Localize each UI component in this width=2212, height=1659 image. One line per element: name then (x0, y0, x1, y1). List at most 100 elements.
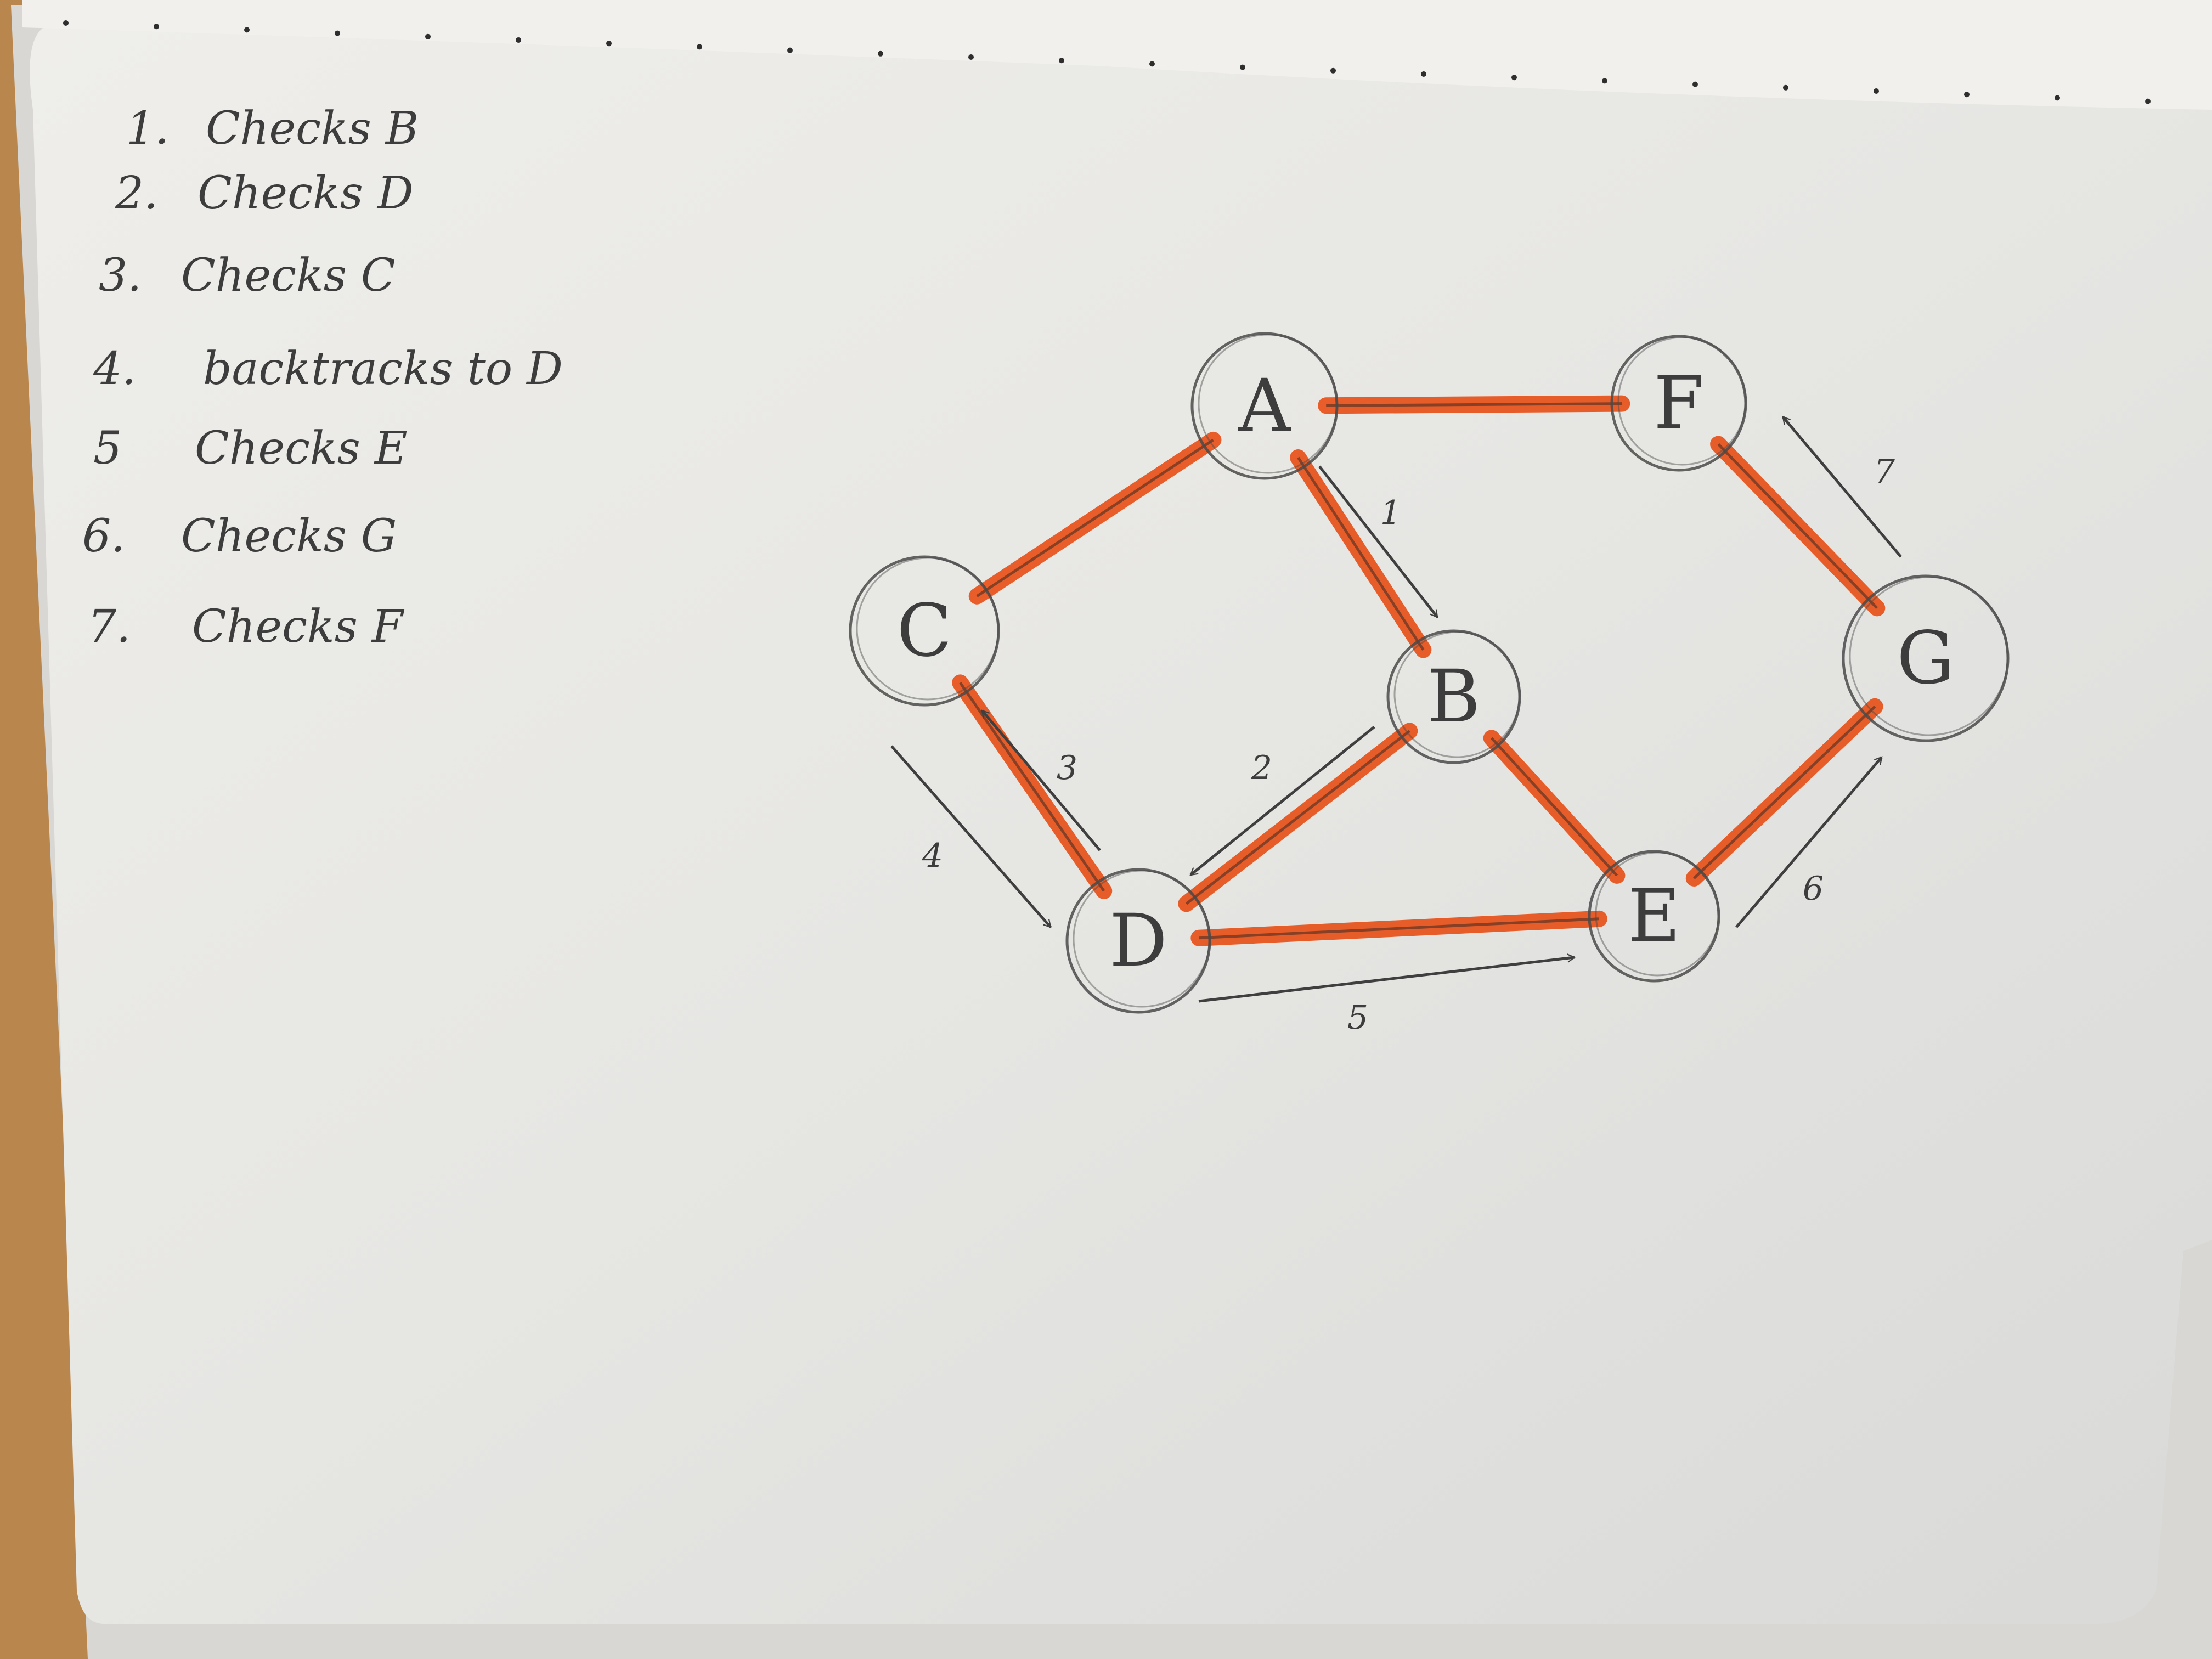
node-circle-sketch (856, 557, 1000, 701)
node-circle (1588, 850, 1720, 983)
binding-hole (1964, 92, 1970, 98)
arrow-step-label: 3 (1057, 749, 1077, 787)
arrow-line (1189, 726, 1375, 876)
node-C: C (849, 555, 1000, 707)
edge-AF (1326, 402, 1622, 407)
node-B: B (1386, 629, 1521, 764)
binding-hole (1330, 67, 1336, 74)
binding-hole (1059, 58, 1064, 64)
binding-hole (335, 30, 340, 36)
binding-holes (63, 20, 2151, 104)
graph-nodes: A F C B G D E (849, 332, 2010, 1014)
node-circle (849, 555, 1000, 707)
node-circle (1386, 629, 1521, 764)
node-circle-sketch (1595, 851, 1720, 977)
step-text: Checks C (181, 250, 396, 302)
binding-hole (697, 44, 702, 50)
edge-GF (1717, 443, 1878, 610)
binding-hole (2055, 95, 2060, 101)
node-circle (1610, 335, 1747, 472)
step-number: 3. (99, 250, 142, 302)
traversal-arrows: 1 2 3 4 5 6 7 (890, 416, 1902, 1037)
arrow-step-label: 7 (1874, 453, 1895, 491)
node-D: D (1065, 868, 1211, 1014)
arrow-line (1735, 756, 1883, 928)
edge-AB (1297, 456, 1425, 651)
binding-hole (1874, 88, 1879, 94)
binding-hole (425, 33, 431, 40)
arrow-step-label: 6 (1803, 870, 1824, 908)
step-number: 1. (126, 103, 169, 155)
node-G: G (1842, 574, 2010, 742)
binding-hole (878, 50, 883, 57)
binding-hole (787, 47, 793, 53)
node-A: A (1190, 332, 1339, 480)
traversal-arrow-2: 2 (1189, 726, 1375, 876)
binding-hole (244, 27, 250, 33)
binding-hole (1511, 75, 1517, 81)
notebook-binding (22, 0, 2212, 110)
traversal-arrow-6: 6 (1735, 756, 1883, 928)
node-circle-sketch (1198, 334, 1338, 474)
node-label: C (897, 589, 952, 673)
binding-hole (63, 20, 69, 26)
binding-hole (1240, 64, 1245, 70)
traversal-arrow-3: 3 (981, 709, 1101, 851)
node-label: G (1897, 616, 1954, 701)
step-text: Checks B (206, 103, 419, 155)
node-circle-sketch (1393, 631, 1521, 758)
binding-hole (968, 54, 974, 60)
binding-hole (1149, 61, 1155, 67)
binding-hole (1602, 78, 1607, 84)
step-text: Checks G (181, 510, 397, 562)
traversal-arrow-4: 4 (890, 745, 1052, 928)
arrow-line (890, 745, 1052, 928)
binding-hole (154, 24, 159, 30)
edge-AC (976, 438, 1214, 597)
node-circle (1065, 868, 1211, 1014)
binding-hole (516, 37, 521, 43)
node-circle-sketch (1617, 336, 1747, 466)
step-number: 5 (93, 422, 122, 475)
traversal-arrow-7: 7 (1782, 416, 1902, 558)
step-number: 2. (115, 167, 158, 219)
step-list: 1. Checks B 2. Checks D 3. Checks C 4. backtrac… (82, 103, 563, 653)
edge-BE (1490, 737, 1618, 877)
node-label: B (1427, 654, 1480, 739)
graph-edges (959, 402, 1878, 940)
step-number: 4. (93, 343, 136, 395)
edge-BD (1185, 730, 1410, 905)
step-text: backtracks to D (203, 343, 563, 395)
binding-hole (1692, 81, 1698, 87)
arrow-step-label: 2 (1251, 749, 1272, 787)
binding-hole (1421, 71, 1426, 77)
arrow-line (1782, 416, 1902, 558)
notebook-page (16, 22, 2212, 1624)
node-F: F (1610, 335, 1747, 472)
traversal-arrow-1: 1 (1318, 465, 1438, 618)
arrow-line (981, 709, 1101, 851)
node-circle-sketch (1073, 870, 1211, 1008)
arrow-step-label: 4 (922, 837, 943, 875)
step-text: Checks D (198, 167, 414, 219)
binding-hole (2145, 98, 2151, 104)
arrow-step-label: 5 (1347, 998, 1368, 1037)
node-E: E (1588, 850, 1720, 983)
arrow-line (1318, 465, 1438, 618)
edge-EG (1693, 705, 1876, 879)
step-text: Checks F (192, 601, 405, 653)
node-circle (1842, 574, 2010, 742)
step-text: Checks E (195, 422, 408, 475)
node-circle (1190, 332, 1339, 480)
step-number: 6. (82, 510, 125, 562)
binding-hole (1783, 84, 1788, 91)
binding-hole (606, 41, 612, 47)
node-circle-sketch (1849, 576, 2009, 736)
node-label: A (1238, 364, 1291, 448)
node-label: F (1654, 361, 1704, 445)
node-label: E (1628, 874, 1680, 958)
node-label: D (1109, 899, 1167, 983)
traversal-arrow-5: 5 (1198, 953, 1576, 1037)
arrow-step-label: 1 (1380, 494, 1401, 532)
